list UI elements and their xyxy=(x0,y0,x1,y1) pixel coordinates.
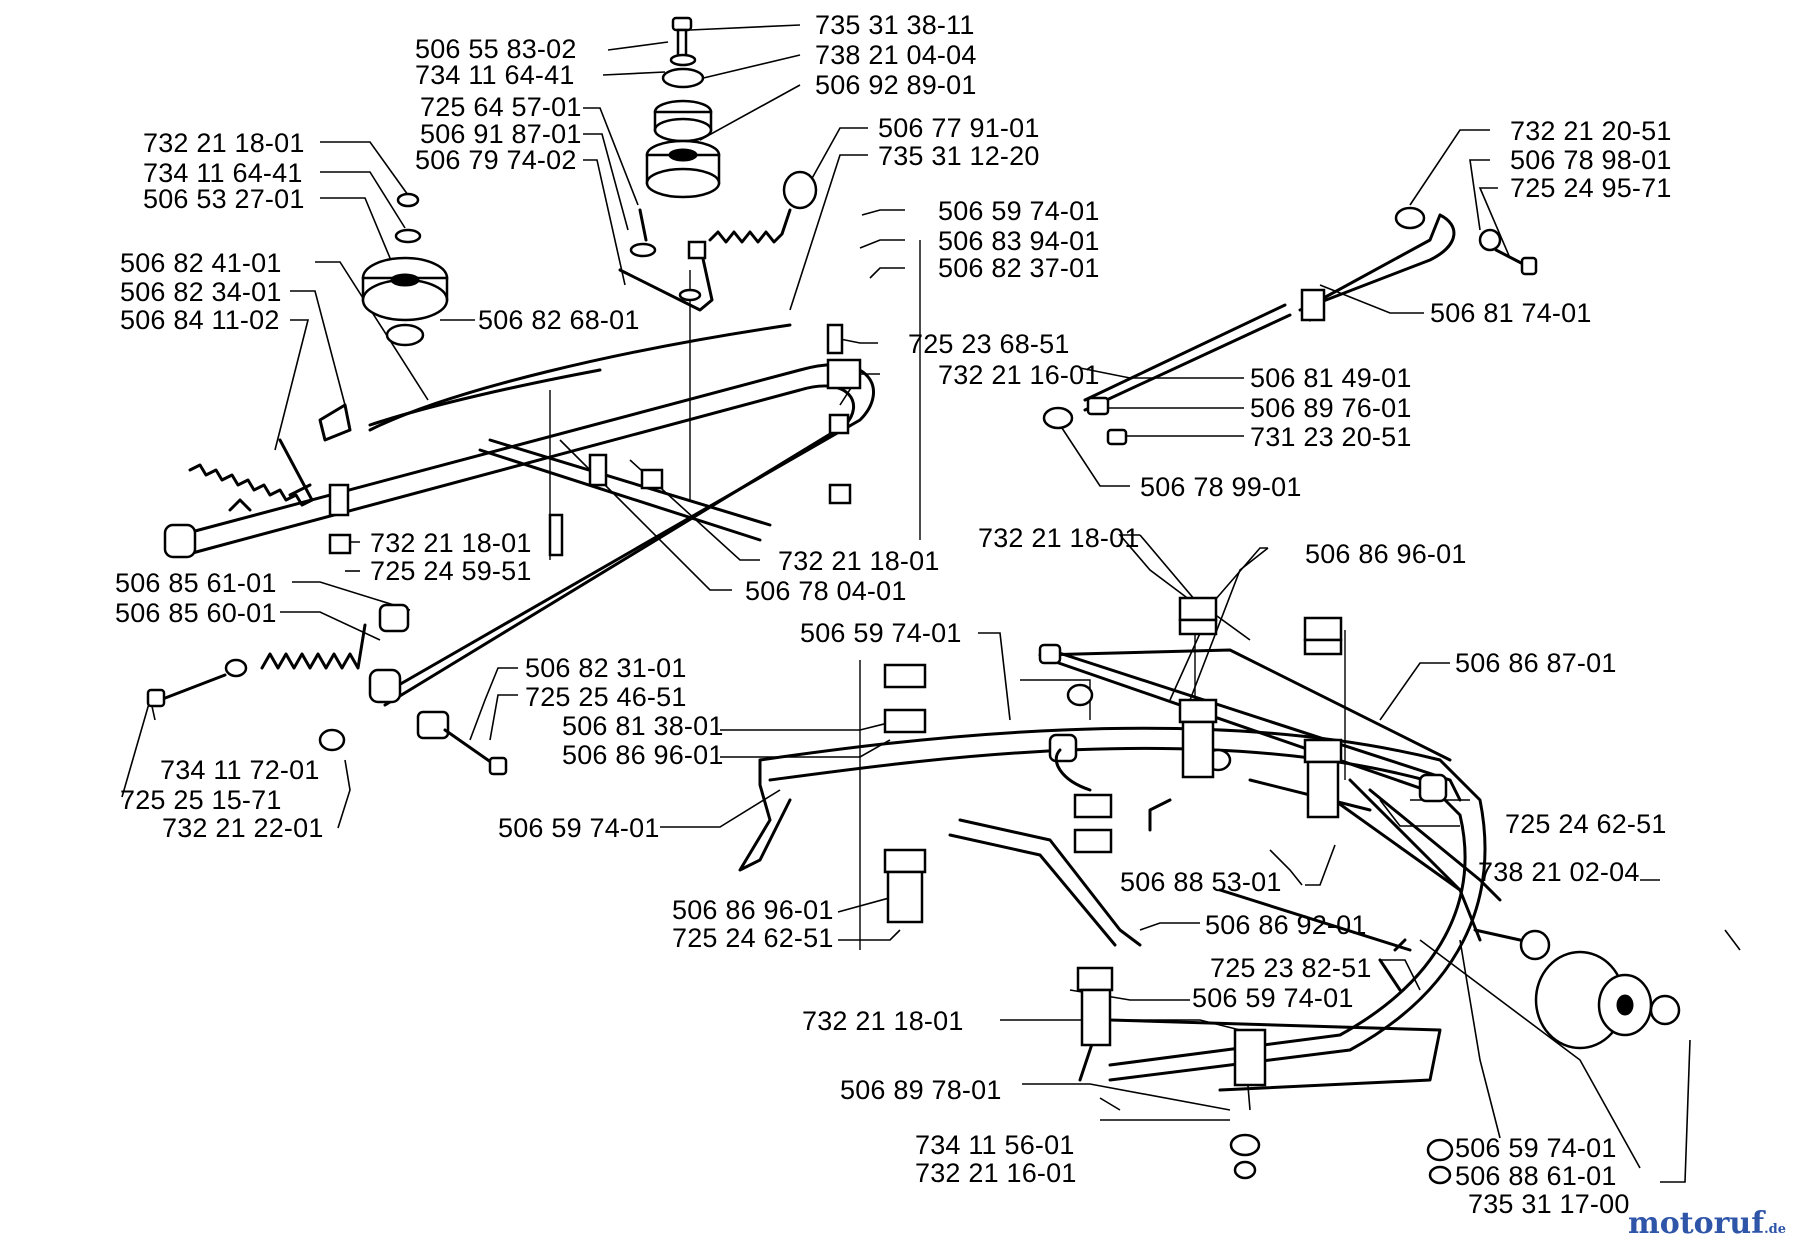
part-label-l47: 732 21 22-01 xyxy=(162,813,324,843)
part-label-l20: 506 82 37-01 xyxy=(938,253,1100,283)
part-label-l36: 506 85 60-01 xyxy=(115,598,277,628)
part-label-l50: 506 88 53-01 xyxy=(1120,867,1282,897)
part-label-l31: 732 21 18-01 xyxy=(370,528,532,558)
part-label-l05: 506 92 89-01 xyxy=(815,70,977,100)
part-label-l25: 725 24 95-71 xyxy=(1510,173,1672,203)
part-label-l04: 734 11 64-41 xyxy=(415,60,575,90)
part-label-l49: 725 24 62-51 xyxy=(1505,809,1667,839)
part-label-l23: 732 21 20-51 xyxy=(1510,116,1672,146)
part-label-l51: 738 21 02-04 xyxy=(1478,857,1640,887)
part-label-l06: 725 64 57-01 xyxy=(420,92,582,122)
part-label-l35: 506 85 61-01 xyxy=(115,568,277,598)
part-label-l60: 732 21 16-01 xyxy=(915,1158,1077,1188)
part-label-l37: 732 21 18-01 xyxy=(978,523,1140,553)
frame-left xyxy=(146,323,875,776)
part-label-l01: 735 31 38-11 xyxy=(815,10,975,40)
watermark-suffix: .de xyxy=(1764,1222,1786,1237)
watermark-logo: motoruf.de xyxy=(1628,1206,1786,1241)
fastener-stacks xyxy=(883,596,1454,1185)
part-label-l44: 506 86 96-01 xyxy=(562,740,724,770)
part-label-l42: 725 25 46-51 xyxy=(525,682,687,712)
part-label-l40: 506 86 87-01 xyxy=(1455,648,1617,678)
part-label-l59: 734 11 56-01 xyxy=(915,1130,1075,1160)
part-label-l28: 506 89 76-01 xyxy=(1250,393,1412,423)
part-label-l45: 734 11 72-01 xyxy=(160,755,320,785)
part-label-l57: 732 21 18-01 xyxy=(802,1006,964,1036)
part-label-l19: 506 83 94-01 xyxy=(938,226,1100,256)
part-label-l18: 506 59 74-01 xyxy=(938,196,1100,226)
part-label-l27: 506 81 49-01 xyxy=(1250,363,1412,393)
part-label-l43: 506 81 38-01 xyxy=(562,711,724,741)
part-label-l15: 506 82 34-01 xyxy=(120,277,282,307)
part-label-l14: 506 82 41-01 xyxy=(120,248,282,278)
part-label-l22: 732 21 16-01 xyxy=(938,360,1100,390)
part-label-l63: 735 31 17-00 xyxy=(1468,1189,1630,1219)
part-label-l30: 506 78 99-01 xyxy=(1140,472,1302,502)
part-label-l48: 506 59 74-01 xyxy=(498,813,660,843)
part-label-l16: 506 84 11-02 xyxy=(120,305,280,335)
part-label-l56: 506 59 74-01 xyxy=(1192,983,1354,1013)
part-label-l54: 506 86 92-01 xyxy=(1205,910,1367,940)
part-label-l46: 725 25 15-71 xyxy=(120,785,282,815)
part-label-l53: 725 24 62-51 xyxy=(672,923,834,953)
part-label-l38: 506 86 96-01 xyxy=(1305,539,1467,569)
part-label-l29: 731 23 20-51 xyxy=(1250,422,1412,452)
part-label-l21: 725 23 68-51 xyxy=(908,329,1070,359)
part-label-l58: 506 89 78-01 xyxy=(840,1075,1002,1105)
pulley-assembly xyxy=(188,16,818,507)
part-label-l41: 506 82 31-01 xyxy=(525,653,687,683)
part-label-l24: 506 78 98-01 xyxy=(1510,145,1672,175)
part-label-l13: 506 53 27-01 xyxy=(143,184,305,214)
part-label-l61: 506 59 74-01 xyxy=(1455,1133,1617,1163)
part-label-l02: 506 55 83-02 xyxy=(415,34,577,64)
part-label-l39: 506 59 74-01 xyxy=(800,618,962,648)
part-label-l09: 506 77 91-01 xyxy=(878,113,1040,143)
part-label-l11: 732 21 18-01 xyxy=(143,128,305,158)
part-label-l07: 506 91 87-01 xyxy=(420,119,582,149)
part-label-l33: 732 21 18-01 xyxy=(778,546,940,576)
part-label-l10: 735 31 12-20 xyxy=(878,141,1040,171)
part-label-l62: 506 88 61-01 xyxy=(1455,1161,1617,1191)
watermark-name: motoruf xyxy=(1627,1206,1765,1241)
part-label-l55: 725 23 82-51 xyxy=(1210,953,1372,983)
part-label-l32: 725 24 59-51 xyxy=(370,556,532,586)
assembly-guides xyxy=(549,240,1470,950)
part-label-l26: 506 81 74-01 xyxy=(1430,298,1592,328)
deck-frame xyxy=(738,643,1681,1092)
part-label-l08: 506 79 74-02 xyxy=(415,145,577,175)
part-label-l12: 734 11 64-41 xyxy=(143,158,303,188)
lift-rod-assembly xyxy=(1042,206,1538,446)
part-label-l17: 506 82 68-01 xyxy=(478,305,640,335)
part-label-l34: 506 78 04-01 xyxy=(745,576,907,606)
part-label-l52: 506 86 96-01 xyxy=(672,895,834,925)
part-label-l03: 738 21 04-04 xyxy=(815,40,977,70)
